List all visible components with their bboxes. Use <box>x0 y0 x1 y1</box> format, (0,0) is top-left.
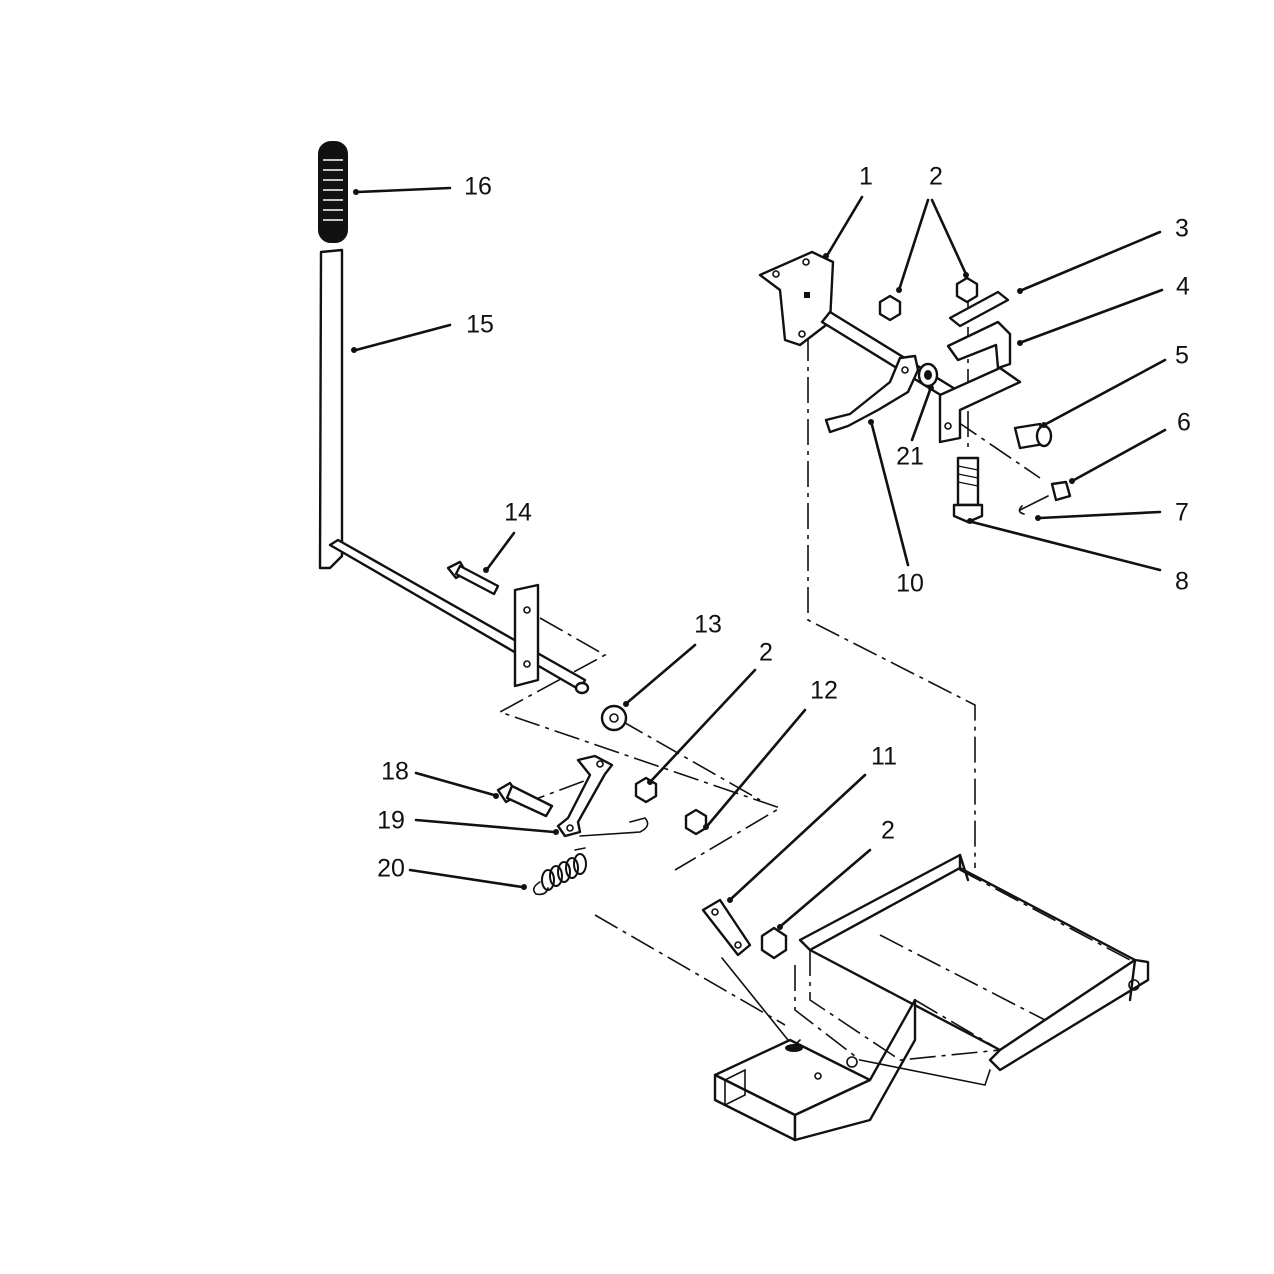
clevis-pin-6 <box>1050 480 1072 502</box>
callout-2-lower: 2 <box>759 639 773 667</box>
callout-19: 19 <box>377 807 405 835</box>
callout-2-upper: 2 <box>929 163 943 191</box>
callout-1: 1 <box>859 163 873 191</box>
cotter-pin-7 <box>1018 495 1049 515</box>
brake-pedal-assembly <box>318 141 590 695</box>
callout-3: 3 <box>1175 215 1189 243</box>
callout-15: 15 <box>466 311 494 339</box>
nut-12 <box>684 808 708 836</box>
callout-6: 6 <box>1177 409 1191 437</box>
callout-12: 12 <box>810 677 838 705</box>
callouts: 16 15 14 13 2 12 18 19 20 11 2 1 2 3 4 5… <box>377 163 1191 883</box>
pedal-pad-ribs <box>323 159 343 221</box>
pin-5 <box>1013 422 1053 450</box>
callout-5: 5 <box>1175 342 1189 370</box>
plate-11 <box>701 898 789 1041</box>
callout-2-frame: 2 <box>881 817 895 845</box>
callout-18: 18 <box>381 758 409 786</box>
callout-21: 21 <box>896 443 924 471</box>
callout-10: 10 <box>896 570 924 598</box>
callout-4: 4 <box>1176 273 1190 301</box>
bolt-8 <box>952 456 984 524</box>
pedal-pad <box>318 141 348 243</box>
lever-10 <box>824 354 920 434</box>
bracket-plate <box>938 366 1022 444</box>
frame-phantom-outline <box>794 868 1131 1061</box>
nut-2-upper-b <box>955 276 979 304</box>
callout-16: 16 <box>464 173 492 201</box>
nut-2-lower <box>634 776 658 804</box>
brake-lever-arm <box>556 754 614 838</box>
bolt-18 <box>496 781 554 818</box>
washer-13 <box>600 704 628 732</box>
nut-2-frame <box>760 926 788 960</box>
bolt-14 <box>446 560 500 596</box>
leader-lines <box>351 186 1167 930</box>
callout-8: 8 <box>1175 568 1189 596</box>
link-plate-3 <box>948 290 1010 328</box>
clevis-4 <box>946 320 1012 370</box>
brake-spring-20 <box>532 817 649 896</box>
callout-13: 13 <box>694 611 722 639</box>
callout-20: 20 <box>377 855 405 883</box>
callout-14: 14 <box>504 499 532 527</box>
pedal-arm <box>318 248 344 570</box>
tractor-frame <box>713 853 1150 1142</box>
callout-7: 7 <box>1175 499 1189 527</box>
callout-11: 11 <box>871 743 897 771</box>
nut-2-upper-a <box>878 294 902 322</box>
pedal-bracket <box>513 583 540 688</box>
washer-21 <box>917 362 939 388</box>
